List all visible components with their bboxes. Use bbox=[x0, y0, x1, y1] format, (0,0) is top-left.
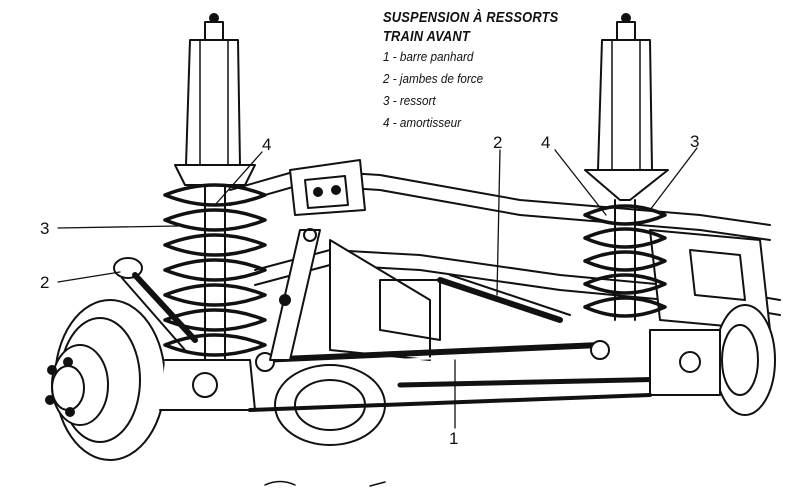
callout-2-center: 2 bbox=[493, 133, 502, 152]
callout-4-left: 4 bbox=[262, 135, 271, 154]
legend-item-2: 2 - jambes de force bbox=[383, 71, 484, 86]
legend-item-3: 3 - ressort bbox=[383, 93, 436, 108]
diagram-legend: SUSPENSION À RESSORTS TRAIN AVANT 1 - ba… bbox=[383, 8, 587, 134]
radius-arm-center bbox=[437, 274, 571, 323]
right-coil-spring bbox=[583, 204, 667, 318]
callout-1: 1 bbox=[449, 429, 458, 448]
axle-housing bbox=[248, 364, 652, 446]
callout-4-right: 4 bbox=[541, 133, 550, 152]
legend-title-line1: SUSPENSION À RESSORTS bbox=[383, 9, 559, 26]
legend-item-1: 1 - barre panhard bbox=[383, 49, 474, 64]
right-wheel-hub bbox=[649, 304, 776, 416]
legend-item-4: 4 - amortisseur bbox=[383, 115, 462, 130]
right-shock-absorber bbox=[584, 13, 669, 321]
callout-3-left: 3 bbox=[40, 219, 49, 238]
left-coil-spring bbox=[163, 183, 267, 357]
callout-leaders bbox=[57, 147, 698, 429]
legend-title-line2: TRAIN AVANT bbox=[383, 28, 470, 45]
left-wheel-hub bbox=[45, 299, 256, 461]
callout-3-right: 3 bbox=[690, 132, 699, 151]
callout-2-left: 2 bbox=[40, 273, 49, 292]
steering-link bbox=[269, 228, 321, 361]
left-shock-absorber bbox=[174, 13, 256, 361]
radius-arm-left bbox=[113, 257, 198, 351]
